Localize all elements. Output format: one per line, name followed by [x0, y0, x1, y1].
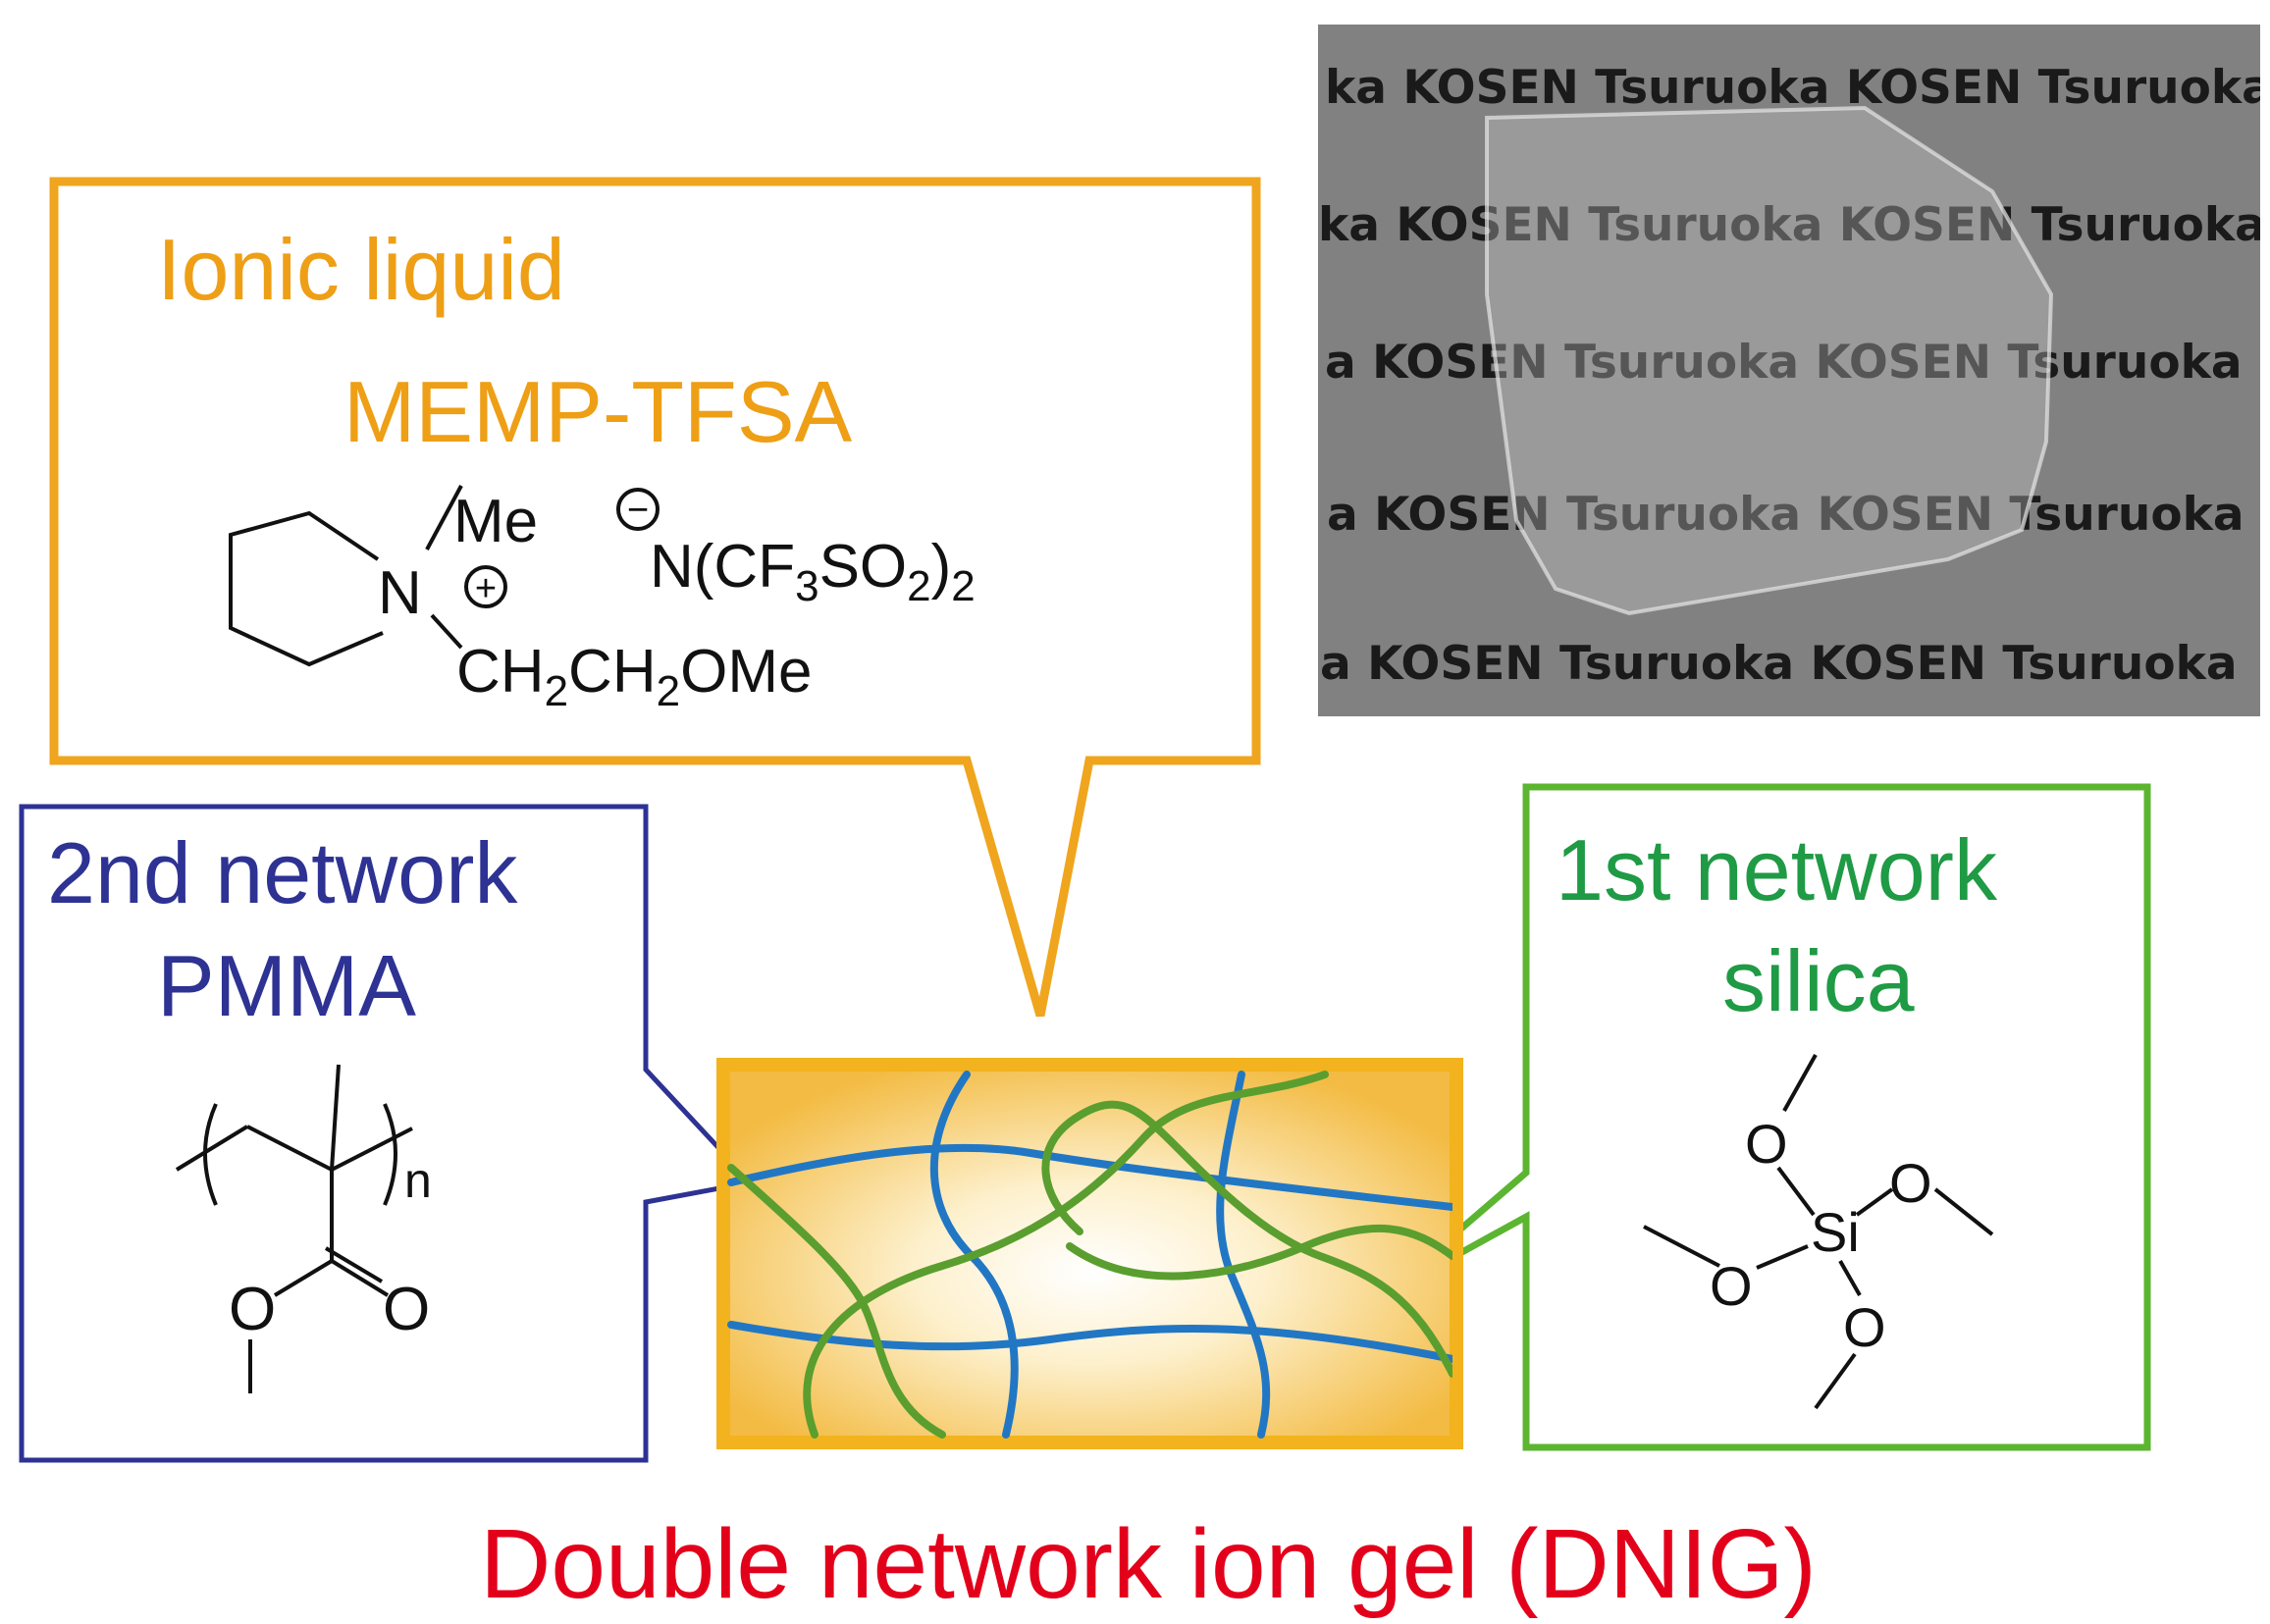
ionic-liquid-callout — [49, 177, 1261, 1018]
cation-charge-icon — [464, 565, 507, 608]
gel-film — [1485, 105, 2054, 616]
cation-plus: + — [475, 568, 497, 609]
polymer-network — [727, 1071, 1452, 1439]
silica-oxygen-right: O — [1889, 1152, 1932, 1214]
anion-minus: − — [627, 490, 649, 531]
pmma-subscript-n: n — [404, 1153, 432, 1208]
second-network-callout — [19, 804, 756, 1463]
first-network-callout — [1381, 783, 2151, 1451]
pmma-chain — [1216, 1071, 1271, 1439]
pmma-structure — [175, 1064, 413, 1393]
silica-oxygen-top: O — [1745, 1113, 1788, 1175]
silica-structure — [1643, 1054, 1994, 1410]
silica-label: silica — [1722, 932, 1915, 1029]
silica-chain — [1041, 1100, 1452, 1378]
pmma-chain — [727, 1143, 1452, 1211]
first-network-heading: 1st network — [1556, 821, 1998, 918]
silica-oxygen-left: O — [1710, 1255, 1753, 1317]
side-chain-formula: CH2CH2OMe — [456, 638, 812, 715]
sample-photo: ka KOSEN Tsuruoka KOSEN Tsuruoka K ka KO… — [1318, 25, 2270, 716]
silica-chain — [1066, 1224, 1452, 1281]
photo-text-row: ka KOSEN Tsuruoka KOSEN Tsuruoka K — [1325, 61, 2270, 115]
silicon-atom: Si — [1811, 1201, 1860, 1263]
pmma-label: PMMA — [157, 937, 416, 1034]
ionic-liquid-name: MEMP-TFSA — [343, 363, 853, 460]
diagram-title: Double network ion gel (DNIG) — [480, 1509, 1817, 1619]
second-network-heading: 2nd network — [47, 824, 518, 921]
pmma-chain — [727, 1321, 1452, 1363]
methyl-label: Me — [453, 488, 538, 555]
pmma-ester-oxygen: O — [229, 1276, 276, 1343]
silica-chain — [803, 1071, 1329, 1439]
memp-cation-structure — [229, 485, 660, 667]
photo-text-row: ka KOSEN Tsuruoka KOSEN Tsuruoka K — [1318, 198, 2270, 252]
photo-text-row: a KOSEN Tsuruoka KOSEN Tsuruoka — [1320, 637, 2238, 691]
anion-formula: N(CF3SO2)2 — [650, 533, 976, 610]
anion-charge-icon — [616, 488, 660, 531]
pmma-carbonyl-oxygen: O — [383, 1276, 430, 1343]
photo-background — [1318, 25, 2260, 716]
ion-gel-box — [716, 1058, 1463, 1449]
photo-text-row: a KOSEN Tsuruoka KOSEN Tsuruoka K — [1325, 336, 2270, 390]
nitrogen-label: N — [378, 559, 422, 627]
ionic-liquid-heading: Ionic liquid — [157, 221, 565, 318]
photo-text-row: a KOSEN Tsuruoka KOSEN Tsuruoka — [1327, 488, 2244, 542]
silica-oxygen-bottom: O — [1843, 1296, 1886, 1358]
